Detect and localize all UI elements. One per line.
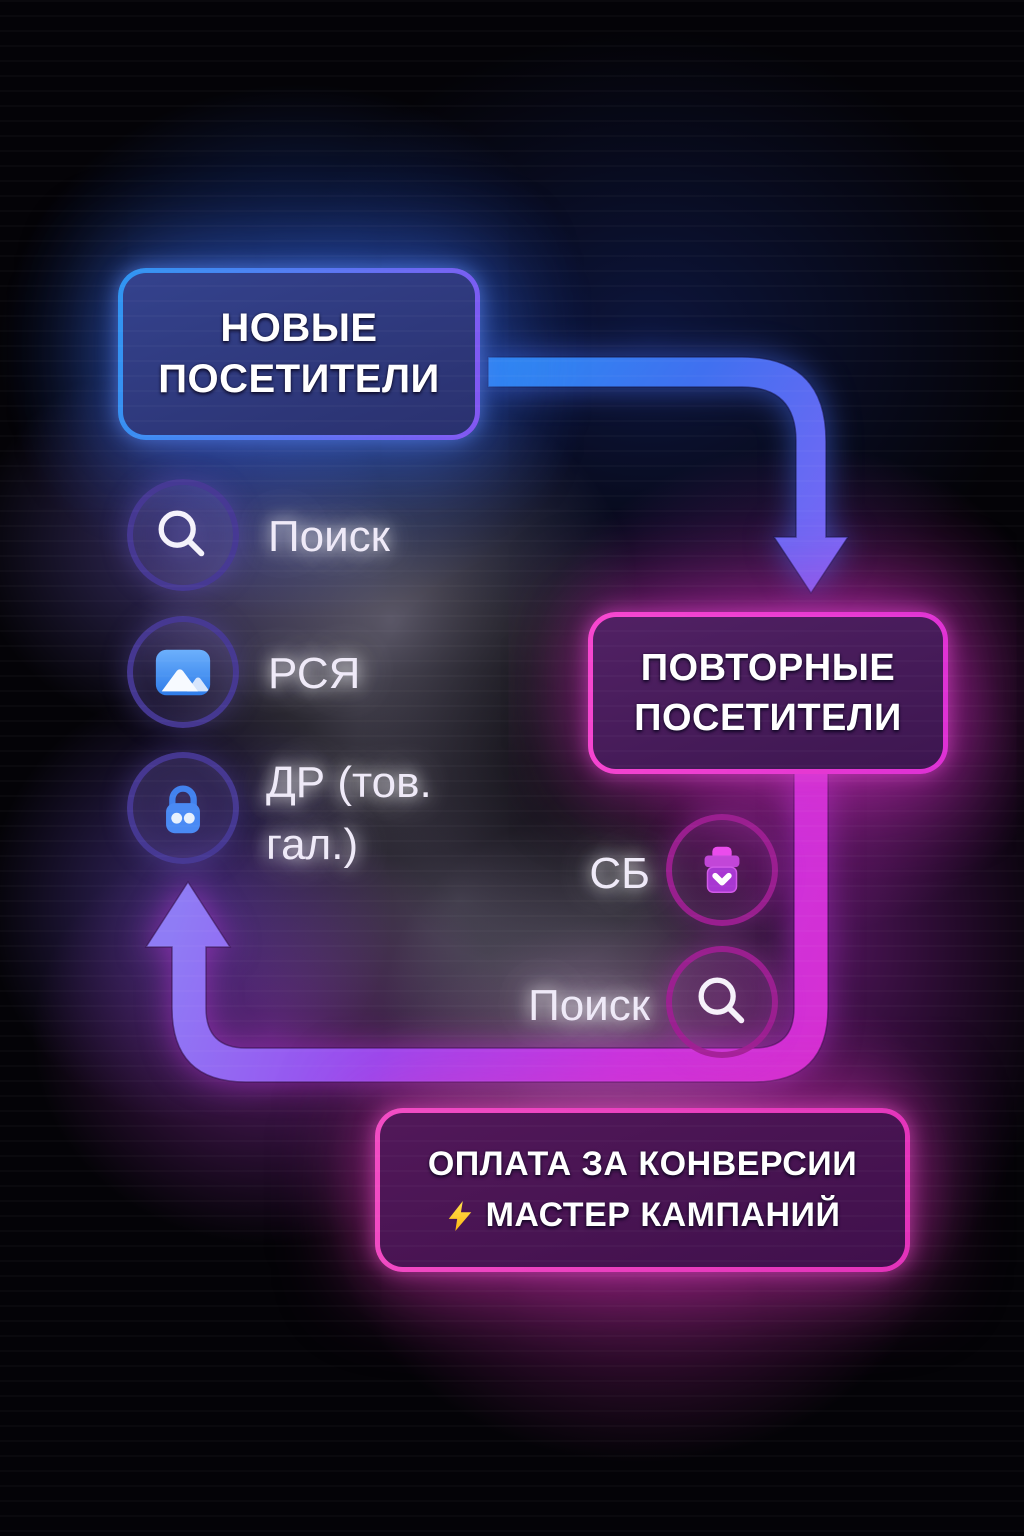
box-icon [704,846,740,894]
lock-icon [166,785,200,834]
new-visitors-title: НОВЫЕ ПОСЕТИТЕЛИ [158,303,440,405]
search-icon [698,977,745,1024]
arrow-repeat-to-new [144,769,829,1083]
arrow-new-to-repeat [487,356,850,595]
repeat-visitors-node: ПОВТОРНЫЕ ПОСЕТИТЕЛИ [588,612,948,774]
conversion-payment-line2: МАСТЕР КАМПАНИЙ [485,1196,841,1234]
search-icon [158,510,205,557]
campaign-master-row: МАСТЕР КАМПАНИЙ [445,1196,841,1234]
channel-circle-dr [127,752,239,864]
channel-circle-rsya [127,616,239,728]
conversion-payment-line1: ОПЛАТА ЗА КОНВЕРСИИ [427,1144,858,1183]
new-visitors-title-line2: ПОСЕТИТЕЛИ [158,357,440,401]
new-visitors-node-body: НОВЫЕ ПОСЕТИТЕЛИ [123,273,475,435]
conversion-payment-node: ОПЛАТА ЗА КОНВЕРСИИ МАСТЕР КАМПАНИЙ [375,1108,910,1272]
channel-label-rsya: РСЯ [268,649,361,698]
channel-circle-search-repeat [666,946,778,1058]
image-icon [155,649,211,696]
channel-label-search: Поиск [268,512,390,561]
channel-label-dr: ДР (тов. гал.) [266,758,432,869]
repeat-visitors-title-line2: ПОСЕТИТЕЛИ [634,697,902,739]
channel-circle-sb [666,814,778,926]
new-visitors-node: НОВЫЕ ПОСЕТИТЕЛИ [118,268,480,440]
lightning-icon [448,1200,471,1231]
channel-label-search-repeat: Поиск [528,981,650,1030]
repeat-visitors-title-line1: ПОВТОРНЫЕ [640,646,896,689]
channel-label-sb: СБ [589,849,650,898]
conversion-payment-node-body: ОПЛАТА ЗА КОНВЕРСИИ МАСТЕР КАМПАНИЙ [380,1113,905,1267]
repeat-visitors-title: ПОВТОРНЫЕ ПОСЕТИТЕЛИ [634,643,902,743]
new-visitors-title-line1: НОВЫЕ [220,305,378,350]
channel-circle-search [127,479,239,591]
repeat-visitors-node-body: ПОВТОРНЫЕ ПОСЕТИТЕЛИ [593,617,943,769]
